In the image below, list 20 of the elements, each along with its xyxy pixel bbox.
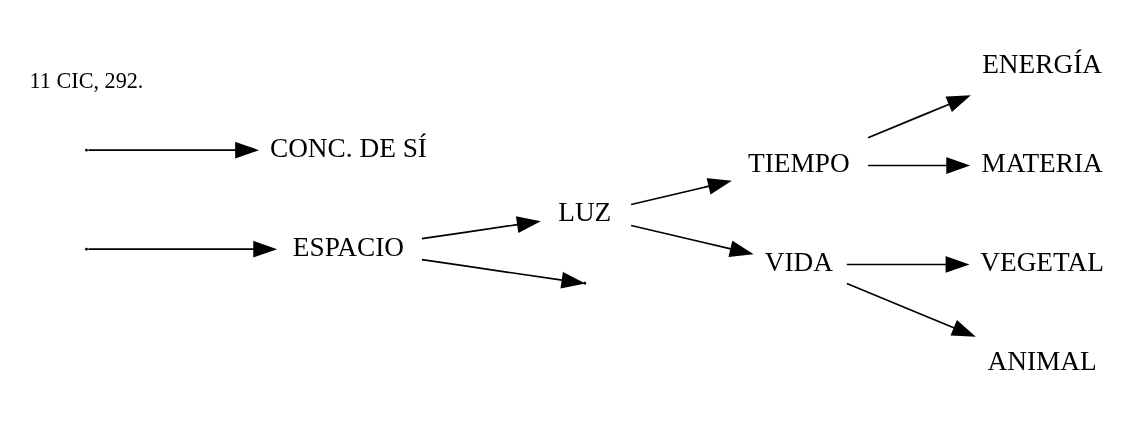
node-text: TIEMPO <box>748 147 850 178</box>
arrow <box>846 282 976 337</box>
node-text: ANIMAL <box>987 345 1097 376</box>
arrow <box>87 240 278 257</box>
arrow <box>87 141 260 159</box>
node-text: LUZ <box>558 196 612 227</box>
arrow <box>846 255 970 273</box>
node-text: ENERGÍA <box>982 48 1102 79</box>
node-text: ESPACIO <box>292 231 405 262</box>
arrow <box>867 156 971 174</box>
node-text: VIDA <box>764 246 834 277</box>
node-text: CONC. DE SÍ <box>269 132 427 163</box>
node-text: VEGETAL <box>980 246 1104 277</box>
arrow <box>421 258 586 288</box>
arrow <box>421 215 541 239</box>
arrow <box>630 177 732 205</box>
arrow <box>630 224 754 257</box>
node-text: MATERIA <box>981 147 1103 178</box>
label: 11 CIC, 292. <box>29 67 144 93</box>
arrow <box>867 94 971 139</box>
